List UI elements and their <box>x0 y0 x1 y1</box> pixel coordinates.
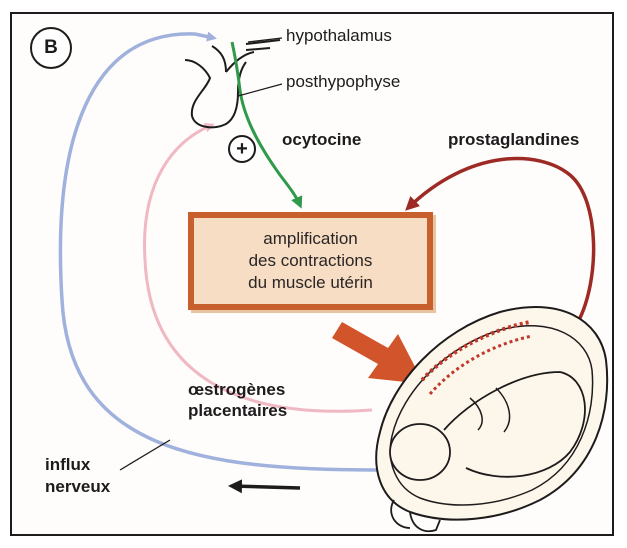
posthypophyse-label: posthypophyse <box>286 72 400 92</box>
box-line-1: amplification <box>263 228 358 250</box>
panel-label-badge: B <box>30 27 72 69</box>
direction-arrow <box>232 486 300 488</box>
amplification-box: amplification des contractions du muscle… <box>188 212 433 310</box>
prostaglandin-pathway-arrow <box>408 159 594 322</box>
oestrogenes-label-line2: placentaires <box>188 401 287 421</box>
prostaglandines-label: prostaglandines <box>448 130 579 150</box>
plus-circle-icon: + <box>228 135 256 163</box>
influx-label-line2: nerveux <box>45 477 110 497</box>
pituitary-gland-icon <box>185 40 280 127</box>
ocytocine-label: ocytocine <box>282 130 361 150</box>
influx-label-line1: influx <box>45 455 90 475</box>
hypothalamus-label: hypothalamus <box>286 26 392 46</box>
box-line-2: des contractions <box>249 250 373 272</box>
box-line-3: du muscle utérin <box>248 272 373 294</box>
pregnant-uterus-icon <box>376 307 607 531</box>
oestrogenes-label-line1: œstrogènes <box>188 380 285 400</box>
